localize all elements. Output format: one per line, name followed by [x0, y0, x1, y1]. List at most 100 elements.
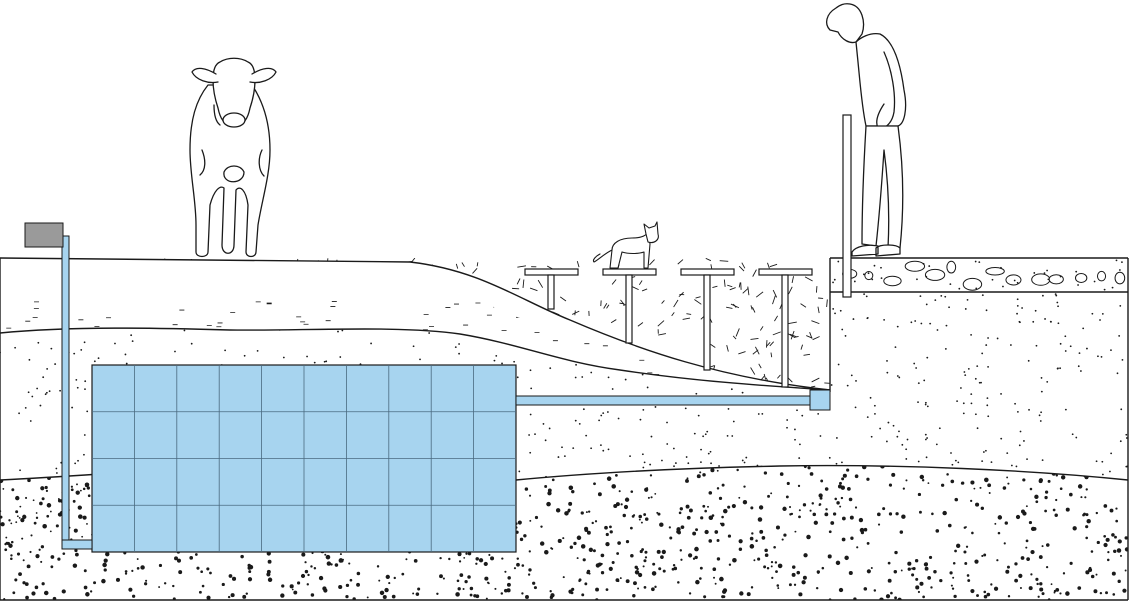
gravel-dot	[1028, 520, 1033, 525]
gravel-dot	[571, 489, 575, 494]
gravel-dot	[631, 515, 635, 518]
sand-dot	[954, 459, 957, 462]
gravel-dot	[680, 525, 685, 530]
gravel-dot	[412, 592, 415, 595]
topsoil-dash	[826, 299, 828, 308]
gravel-dot	[1088, 567, 1093, 573]
topsoil-dash	[102, 336, 105, 345]
gravel-dot	[757, 517, 763, 522]
gravel-dot	[702, 504, 706, 508]
gravel-dot	[57, 557, 61, 561]
topsoil-dash	[75, 370, 81, 372]
cobble-dot	[1121, 261, 1123, 264]
pedestal-tile-2	[602, 268, 657, 344]
cobble-dot	[991, 278, 994, 281]
sand-dot	[573, 476, 576, 479]
gravel-dot	[820, 479, 824, 483]
topsoil-dash	[286, 300, 289, 309]
cobble-dot	[1059, 275, 1062, 278]
gravel-dot	[1044, 495, 1048, 500]
sand-dot	[27, 391, 30, 394]
topsoil-dash	[120, 329, 127, 333]
sand-dot	[125, 362, 128, 365]
gravel-dot	[1060, 475, 1066, 480]
gravel-dot	[1083, 512, 1086, 516]
ground-surface-line	[0, 257, 831, 391]
gravel-dot	[586, 530, 591, 535]
topsoil-dash	[596, 352, 604, 358]
gravel-dot	[891, 472, 896, 477]
topsoil-dash	[569, 365, 577, 372]
sand-dot	[1000, 393, 1002, 395]
sand-dot	[1059, 367, 1062, 370]
gravel-dot	[983, 590, 987, 594]
cobble-dot	[1111, 286, 1114, 289]
topsoil-dash	[293, 267, 299, 272]
sand-dot	[944, 295, 947, 298]
gravel-dot	[240, 554, 244, 559]
gravel-dot	[35, 516, 39, 520]
sand-dot	[726, 323, 728, 325]
topsoil-dash	[87, 281, 94, 286]
gravel-dot	[638, 514, 643, 519]
gravel-dot	[581, 593, 585, 597]
sand-dot	[924, 438, 927, 441]
topsoil-dash	[468, 293, 471, 299]
gravel-dot	[1106, 558, 1110, 562]
topsoil-dash	[812, 336, 820, 341]
topsoil-dash	[576, 336, 581, 341]
sand-dot	[665, 351, 668, 354]
gravel-dot	[738, 496, 741, 499]
topsoil-dash	[325, 298, 328, 303]
sand-dot	[686, 490, 688, 493]
gravel-dot	[582, 558, 586, 562]
sand-dot	[661, 516, 664, 519]
topsoil-dash	[735, 328, 740, 337]
gravel-dot	[931, 512, 934, 516]
gravel-dot	[1037, 595, 1040, 598]
topsoil-dash	[31, 317, 36, 325]
topsoil-dash	[686, 313, 692, 315]
sand-dot	[338, 306, 341, 309]
gravel-dot	[647, 496, 650, 499]
topsoil-dash	[193, 320, 198, 329]
sand-dot	[1057, 305, 1059, 308]
sand-dot	[1052, 506, 1055, 508]
topsoil-dash	[729, 287, 736, 291]
gravel-dot	[1039, 582, 1043, 586]
topsoil-dash	[803, 353, 811, 356]
gravel-dot	[986, 592, 991, 597]
gravel-dot	[86, 486, 90, 490]
sand-dot	[1040, 390, 1043, 393]
sand-dot	[866, 316, 869, 319]
cobble-stone	[1031, 273, 1051, 286]
cobble-stone	[904, 260, 926, 272]
gravel-dot	[356, 571, 361, 576]
sand-dot	[49, 326, 51, 329]
gravel-dot	[770, 492, 773, 495]
gravel-dot	[163, 582, 167, 585]
sand-dot	[758, 469, 761, 472]
sand-dot	[32, 499, 35, 502]
topsoil-dash	[790, 330, 795, 340]
sand-dot	[1110, 349, 1112, 351]
cow-right-ear	[249, 67, 277, 84]
topsoil-dash	[281, 262, 286, 267]
sand-dot	[247, 320, 249, 323]
topsoil-dash	[312, 268, 317, 276]
topsoil-dash	[641, 288, 648, 292]
gravel-dot	[562, 576, 565, 579]
sand-dot	[695, 392, 698, 395]
gravel-dot	[616, 552, 620, 555]
topsoil-dash	[546, 327, 555, 333]
sand-dot	[337, 330, 339, 333]
gravel-dot	[1045, 543, 1050, 547]
topsoil-dash	[68, 322, 74, 328]
person-head	[825, 3, 865, 44]
gravel-dot	[16, 552, 21, 556]
sand-dot	[581, 376, 584, 378]
sand-dot	[980, 381, 982, 384]
sand-dot	[672, 447, 675, 450]
sand-dot	[428, 332, 431, 334]
gravel-dot	[84, 482, 90, 488]
